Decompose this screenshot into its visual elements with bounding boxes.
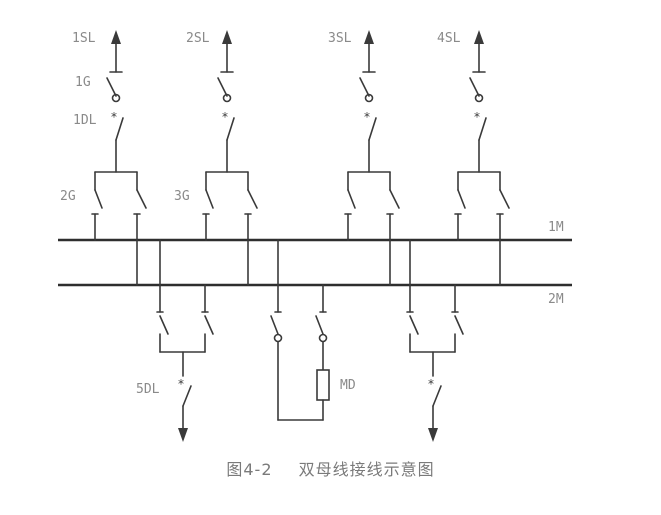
feeder-4-breaker-mark: * bbox=[474, 110, 480, 124]
label-2sl: 2SL bbox=[186, 31, 210, 46]
label-1m: 1M bbox=[548, 220, 564, 235]
figure-caption: 图4-2 双母线接线示意图 bbox=[0, 456, 661, 480]
feeder-1-arrow bbox=[111, 30, 121, 44]
md-device-box bbox=[316, 369, 330, 401]
label-md: MD bbox=[340, 378, 356, 393]
md-right-node bbox=[318, 333, 328, 343]
breaker-1dl-mark: * bbox=[111, 110, 117, 124]
label-5dl: 5DL bbox=[136, 382, 160, 397]
breaker-5dl-arrow bbox=[178, 428, 188, 442]
feeder-2-breaker-mark: * bbox=[222, 110, 228, 124]
feeder-1: * bbox=[91, 30, 147, 286]
label-2m: 2M bbox=[548, 292, 564, 307]
right-breaker-mark: * bbox=[428, 377, 434, 391]
label-1dl: 1DL bbox=[73, 113, 97, 128]
right-breaker-arrow bbox=[428, 428, 438, 442]
breaker-5dl-mark: * bbox=[178, 377, 184, 391]
label-4sl: 4SL bbox=[437, 31, 461, 46]
label-3g: 3G bbox=[174, 189, 190, 204]
figure-title: 双母线接线示意图 bbox=[298, 460, 435, 479]
feeder-2: * bbox=[202, 30, 258, 286]
label-1g: 1G bbox=[75, 75, 91, 90]
bus-coupler-5dl: * bbox=[156, 239, 214, 442]
feeder-3-arrow bbox=[364, 30, 374, 44]
label-2g: 2G bbox=[60, 189, 76, 204]
bus-coupler-right: * bbox=[406, 239, 464, 442]
feeder-4-arrow bbox=[474, 30, 484, 44]
feeder-3: * bbox=[344, 30, 400, 286]
label-3sl: 3SL bbox=[328, 31, 352, 46]
label-1sl: 1SL bbox=[72, 31, 96, 46]
figure-number: 图4-2 bbox=[226, 460, 273, 479]
feeder-2-arrow bbox=[222, 30, 232, 44]
feeder-4: * bbox=[454, 30, 510, 286]
md-left-node bbox=[273, 333, 283, 343]
md-circuit bbox=[270, 239, 330, 421]
feeder-3-breaker-mark: * bbox=[364, 110, 370, 124]
